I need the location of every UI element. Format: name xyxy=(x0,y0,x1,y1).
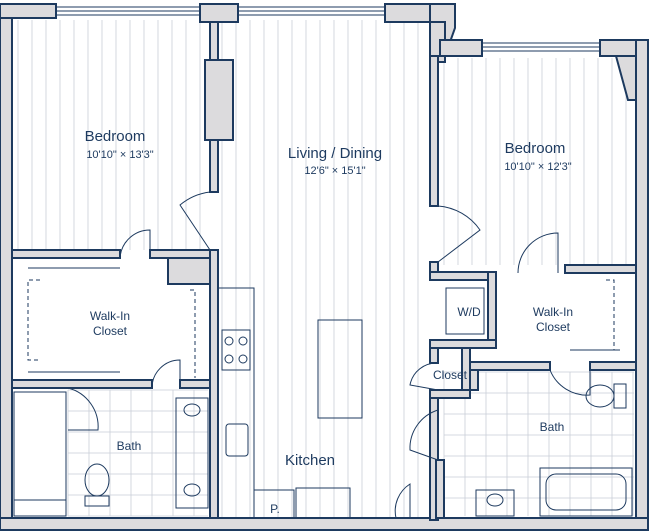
interior-walls xyxy=(11,21,637,521)
bath-right-label: Bath xyxy=(540,420,565,434)
kitchen-label: Kitchen xyxy=(285,452,335,469)
bedroom-right-name: Bedroom xyxy=(505,140,566,157)
floor-grain xyxy=(17,20,627,518)
closet-label: Closet xyxy=(433,368,468,382)
walkin-left-line1: Walk-In xyxy=(90,309,130,323)
bath-tiles xyxy=(67,371,634,517)
pantry-label: P. xyxy=(270,502,280,516)
walkin-right-line2: Closet xyxy=(536,320,571,334)
bedroom-left-name: Bedroom xyxy=(85,128,146,145)
walkin-left-line2: Closet xyxy=(93,324,128,338)
walkin-right-line1: Walk-In xyxy=(533,305,573,319)
bedroom-right-dims: 10'10" × 12'3" xyxy=(504,161,571,173)
living-name: Living / Dining xyxy=(288,145,382,162)
windows xyxy=(55,6,601,52)
doors xyxy=(67,191,591,519)
bath-left-label: Bath xyxy=(117,439,142,453)
living-dims: 12'6" × 15'1" xyxy=(304,165,365,177)
bedroom-left-dims: 10'10" × 13'3" xyxy=(86,149,153,161)
washer-dryer-label: W/D xyxy=(457,305,481,319)
fixtures xyxy=(13,267,633,519)
